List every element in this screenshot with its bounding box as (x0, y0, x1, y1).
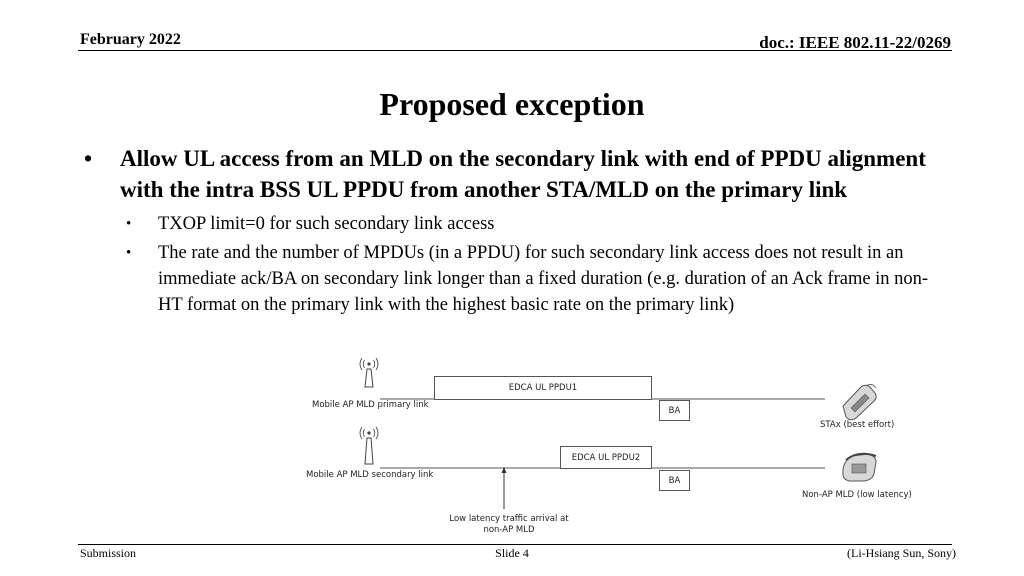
footer-author: (Li-Hsiang Sun, Sony) (847, 546, 956, 560)
ppdu1-label: EDCA UL PPDU1 (508, 383, 578, 393)
header-doc-id: doc.: IEEE 802.11-22/0269 (759, 33, 951, 52)
sub-bullet-txop: • TXOP limit=0 for such secondary link a… (84, 211, 944, 237)
footer-divider (78, 544, 952, 545)
header-divider (78, 50, 952, 51)
slide-title: Proposed exception (379, 86, 645, 122)
sub-bullet-rate: • The rate and the number of MPDUs (in a… (84, 240, 944, 318)
antenna-secondary-icon (359, 426, 379, 465)
timing-diagram: Mobile AP MLD primary link Mobile AP MLD… (290, 350, 950, 545)
mobile-phone-icon (842, 384, 877, 421)
ppdu2-label: EDCA UL PPDU2 (571, 452, 641, 463)
arrival-arrow-head (501, 467, 507, 473)
header-date: February 2022 (80, 31, 181, 48)
footer-submission: Submission (80, 546, 137, 560)
secondary-link-label: Mobile AP MLD secondary link (306, 470, 434, 480)
ppdu1-box: EDCA UL PPDU1 (434, 376, 652, 400)
sta-label: STAx (best effort) (820, 420, 895, 430)
arrival-label: Low latency traffic arrival at non-AP ML… (449, 514, 569, 535)
ba-secondary-box: BA (659, 470, 690, 491)
sub-bullet-text: The rate and the number of MPDUs (in a P… (158, 243, 929, 315)
ppdu2-box: EDCA UL PPDU2 (560, 446, 652, 469)
bullet-list: • Allow UL access from an MLD on the sec… (84, 143, 944, 318)
antenna-primary-icon (359, 357, 379, 388)
bullet-dot-icon: • (126, 216, 132, 232)
bullet-main: • Allow UL access from an MLD on the sec… (84, 143, 944, 205)
nonap-mld-label: Non-AP MLD (low latency) (802, 490, 912, 500)
ba-primary-box: BA (659, 400, 690, 421)
bullet-dot-icon: • (84, 146, 93, 171)
ba-secondary-label: BA (668, 475, 681, 486)
primary-link-label: Mobile AP MLD primary link (312, 400, 429, 410)
sub-bullet-text: TXOP limit=0 for such secondary link acc… (158, 214, 495, 234)
bullet-dot-icon: • (126, 245, 132, 261)
desk-phone-icon (842, 452, 877, 482)
footer-slide-number: Slide 4 (495, 546, 529, 560)
bullet-main-text: Allow UL access from an MLD on the secon… (120, 146, 926, 202)
ba-primary-label: BA (668, 405, 681, 416)
